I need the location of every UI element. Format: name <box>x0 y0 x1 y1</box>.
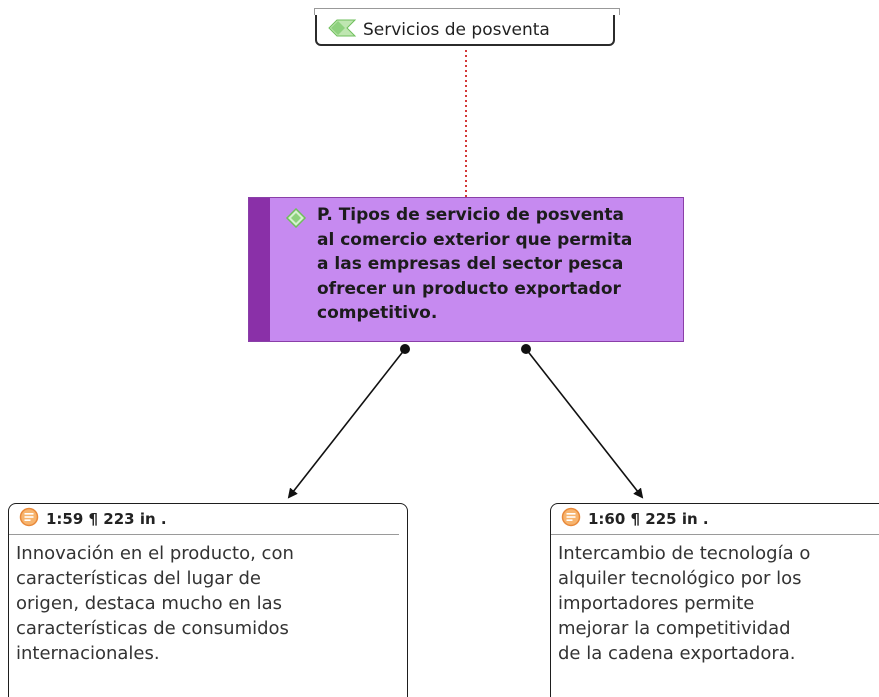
quotation-node[interactable]: 1:60 ¶ 225 in . Intercambio de tecnologí… <box>550 503 879 697</box>
category-line: a las empresas del sector pesca <box>317 254 624 274</box>
quotation-line: importadores permite <box>558 593 755 614</box>
quotation-line: alquiler tecnológico por los <box>558 568 802 589</box>
quotation-header: 1:59 ¶ 223 in . <box>9 504 399 535</box>
category-line: ofrecer un producto exportador <box>317 278 621 299</box>
category-text: P. Tipos de servicio de posventa al come… <box>317 203 677 326</box>
category-line: al comercio exterior que permita <box>317 229 633 250</box>
quotation-header: 1:60 ¶ 225 in . <box>551 504 879 535</box>
code-label: Servicios de posventa <box>363 19 550 40</box>
quotation-line: características de consumidos <box>16 618 289 639</box>
category-node[interactable]: P. Tipos de servicio de posventa al come… <box>248 197 684 342</box>
quotation-icon <box>19 507 39 531</box>
quotation-text: Intercambio de tecnología o alquiler tec… <box>551 535 879 666</box>
quotation-icon <box>561 507 581 531</box>
category-line: competitivo. <box>317 303 438 323</box>
quotation-node[interactable]: 1:59 ¶ 223 in . Innovación en el product… <box>8 503 408 697</box>
category-color-bar <box>249 198 270 341</box>
quotation-reference: 1:59 ¶ 223 in . <box>46 510 167 528</box>
quotation-line: Innovación en el producto, con <box>16 543 294 564</box>
quotation-line: Intercambio de tecnología o <box>558 543 811 564</box>
code-node[interactable]: Servicios de posventa <box>314 8 620 46</box>
category-line: P. Tipos de servicio de posventa <box>317 205 624 225</box>
code-diamond-icon <box>327 18 357 42</box>
quotation-line: de la cadena exportadora. <box>558 643 796 664</box>
code-diamond-icon <box>285 207 309 232</box>
arrow-link-left[interactable] <box>287 348 406 499</box>
quotation-line: internacionales. <box>16 643 160 664</box>
arrow-link-right[interactable] <box>525 348 644 499</box>
quotation-text: Innovación en el producto, con caracterí… <box>9 535 407 666</box>
quotation-line: características del lugar de <box>16 568 261 589</box>
code-node-tab <box>314 8 620 15</box>
quotation-reference: 1:60 ¶ 225 in . <box>588 510 709 528</box>
quotation-line: mejorar la competitividad <box>558 618 791 639</box>
quotation-line: origen, destaca mucho en las <box>16 593 282 614</box>
